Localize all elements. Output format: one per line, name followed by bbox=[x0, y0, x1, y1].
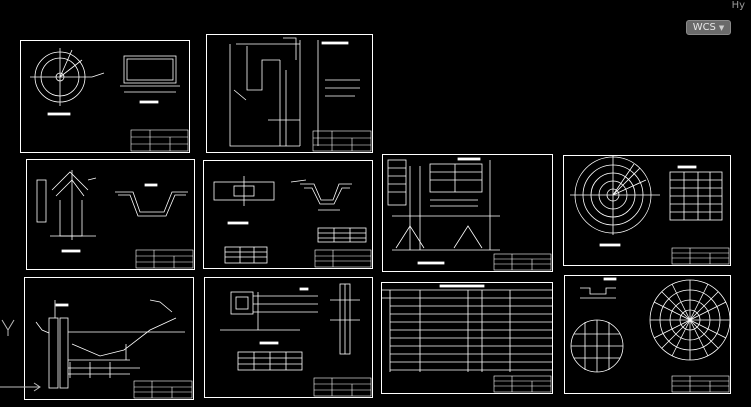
chevron-down-icon: ▼ bbox=[718, 23, 725, 32]
ucs-axis-icon bbox=[0, 319, 41, 392]
drawing-sheet-7[interactable] bbox=[24, 277, 194, 400]
drawing-sheet-4[interactable] bbox=[203, 160, 373, 269]
drawing-sheet-2[interactable] bbox=[206, 34, 373, 153]
drawing-sheet-10[interactable] bbox=[564, 275, 731, 394]
drawing-sheet-6[interactable] bbox=[563, 155, 731, 266]
drawing-sheet-8[interactable] bbox=[204, 277, 373, 398]
wcs-label: WCS bbox=[692, 22, 716, 33]
viewport-corner-label: Hy bbox=[731, 0, 745, 11]
drawing-sheet-9[interactable] bbox=[381, 282, 553, 394]
drawing-sheet-5[interactable] bbox=[382, 154, 553, 272]
drawing-sheet-1[interactable] bbox=[20, 40, 190, 153]
wcs-button[interactable]: WCS ▼ bbox=[686, 20, 731, 35]
drawing-sheet-3[interactable] bbox=[26, 159, 195, 270]
